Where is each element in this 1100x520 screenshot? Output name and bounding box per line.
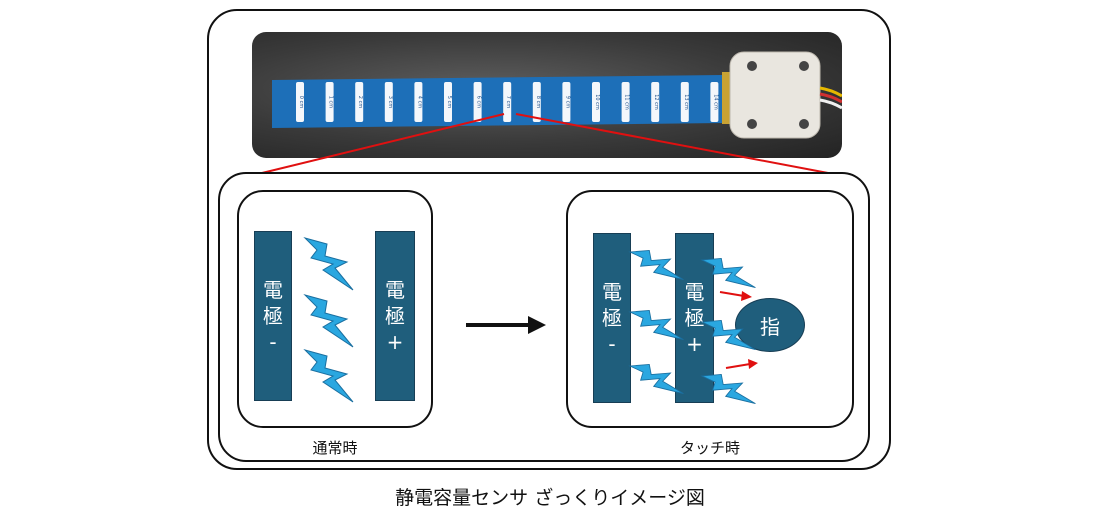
scale-label: 7 cm bbox=[505, 96, 511, 109]
scale-label: 11 cm bbox=[624, 94, 630, 110]
electrode-label-char: 極 bbox=[263, 304, 283, 328]
electrode-pads: 0 cm 1 cm 2 cm 3 cm 4 cm 5 cm 6 cm 7 cm 8 cm 9 cm… bbox=[296, 82, 719, 122]
lightning-icon bbox=[303, 294, 354, 348]
scale-label: 8 cm bbox=[535, 96, 541, 109]
lightning-icon bbox=[303, 237, 354, 291]
scale-label: 2 cm bbox=[357, 96, 363, 109]
electrode-label-char: 電 bbox=[684, 280, 705, 304]
lightning-icon bbox=[628, 309, 684, 340]
lightning-icon bbox=[700, 319, 756, 350]
electrode-polarity: - bbox=[608, 332, 616, 356]
finger-attraction-arrows bbox=[719, 291, 758, 369]
electrode-polarity: - bbox=[269, 330, 277, 354]
scale-label: 13 cm bbox=[683, 94, 689, 110]
screw-4 bbox=[799, 119, 809, 129]
electrode-pad bbox=[414, 82, 423, 122]
scale-label: 10 cm bbox=[594, 94, 600, 110]
touch-electrode-minus: 電 極 - bbox=[593, 233, 631, 403]
touch-electrode-plus: 電 極 + bbox=[675, 233, 714, 403]
outer-frame bbox=[207, 9, 891, 470]
scale-label: 4 cm bbox=[416, 96, 422, 109]
screw-2 bbox=[799, 61, 809, 71]
lightning-icon bbox=[628, 363, 684, 394]
lightning-icon bbox=[700, 257, 756, 288]
red-arrow-icon bbox=[725, 359, 758, 369]
electrode-pad bbox=[296, 82, 304, 122]
electrode-pad bbox=[621, 82, 630, 122]
touch-field-bolts bbox=[628, 249, 756, 404]
lightning-icon bbox=[700, 373, 756, 404]
electrode-pad bbox=[325, 82, 334, 122]
electrode-label-char: 極 bbox=[684, 306, 705, 330]
electrode-label-char: 電 bbox=[602, 280, 622, 304]
electrode-pad bbox=[444, 82, 452, 122]
wire-yellow bbox=[819, 86, 842, 98]
scale-label: 6 cm bbox=[476, 96, 482, 109]
touch-state-caption: タッチ時 bbox=[679, 439, 740, 457]
wire-red bbox=[819, 92, 842, 104]
zoom-line-right bbox=[515, 113, 829, 174]
normal-electrode-minus: 電 極 - bbox=[254, 231, 292, 401]
figure-title: 静電容量センサ ざっくりイメージ図 bbox=[395, 487, 705, 509]
touch-state-panel bbox=[566, 190, 854, 428]
scale-label: 0 cm bbox=[298, 96, 304, 109]
lightning-icon bbox=[303, 349, 354, 403]
electrode-pad bbox=[680, 82, 689, 122]
electrode-pad bbox=[562, 82, 571, 122]
electrode-polarity: + bbox=[386, 330, 404, 354]
finger-circle: 指 bbox=[735, 298, 805, 352]
screw-1 bbox=[747, 61, 757, 71]
red-arrow-icon bbox=[719, 291, 752, 301]
scale-label: 9 cm bbox=[564, 96, 570, 109]
electrode-label-char: 電 bbox=[385, 278, 405, 302]
transition-arrow bbox=[466, 316, 546, 334]
electrode-pad bbox=[384, 82, 393, 122]
electrode-label-char: 極 bbox=[385, 304, 405, 328]
inner-frame bbox=[218, 172, 870, 462]
zoom-line-left bbox=[261, 113, 505, 174]
sensor-photo: 0 cm 1 cm 2 cm 3 cm 4 cm 5 cm 6 cm 7 cm 8 cm 9 cm… bbox=[252, 32, 842, 158]
electrode-polarity: + bbox=[686, 332, 703, 356]
wire-white bbox=[819, 98, 842, 110]
electrode-pad bbox=[651, 82, 660, 122]
scale-label: 5 cm bbox=[446, 96, 452, 109]
normal-electrode-plus: 電 極 + bbox=[375, 231, 415, 401]
electrode-pad bbox=[710, 82, 719, 122]
electrode-label-char: 極 bbox=[602, 306, 622, 330]
scale-label: 1 cm bbox=[328, 96, 334, 109]
screw-3 bbox=[747, 119, 757, 129]
electrode-pad bbox=[592, 82, 600, 122]
electrode-pad bbox=[473, 82, 482, 122]
scale-label: 14 cm bbox=[712, 94, 718, 110]
electrode-pad bbox=[532, 82, 541, 122]
normal-state-caption: 通常時 bbox=[312, 439, 358, 457]
electrode-pad bbox=[503, 82, 512, 122]
normal-field-bolts bbox=[303, 237, 354, 403]
scale-label: 3 cm bbox=[387, 96, 393, 109]
lightning-icon bbox=[628, 249, 684, 280]
sensor-strip-drawing: 0 cm 1 cm 2 cm 3 cm 4 cm 5 cm 6 cm 7 cm 8 cm 9 cm… bbox=[272, 51, 842, 139]
electrode-pad bbox=[355, 82, 364, 122]
electrode-label-char: 電 bbox=[263, 278, 283, 302]
scale-label: 12 cm bbox=[653, 94, 659, 110]
normal-state-panel bbox=[237, 190, 433, 428]
